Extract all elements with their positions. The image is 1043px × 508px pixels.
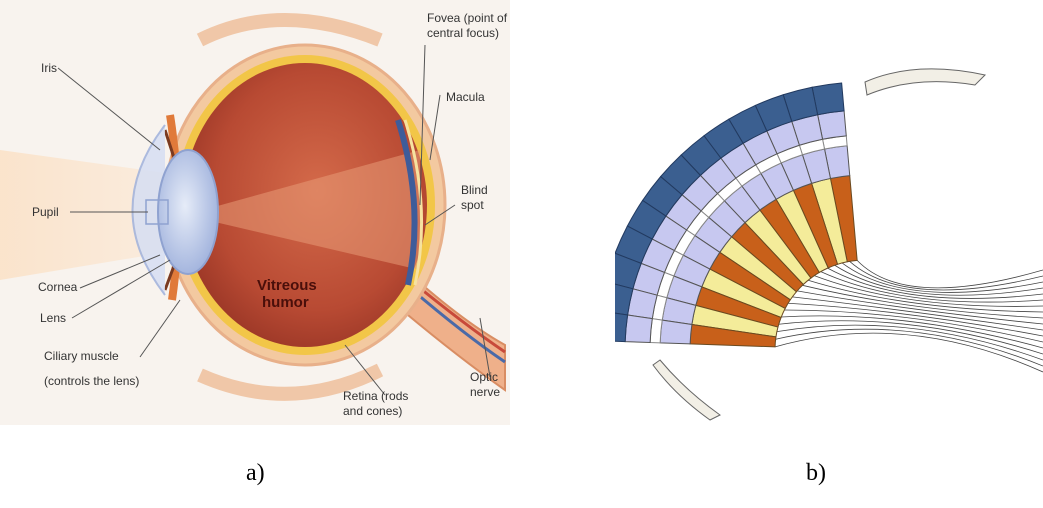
- nerve-fiber: [775, 333, 1043, 372]
- label-retina: Retina (rods: [343, 390, 408, 403]
- label-lens: Lens: [40, 312, 66, 325]
- label-blind-spot-2: spot: [461, 199, 484, 212]
- label-fovea: Fovea (point of: [427, 12, 507, 25]
- nerve-fiber: [835, 265, 1043, 295]
- label-cornea: Cornea: [38, 281, 77, 294]
- cell-nucleus: [660, 320, 692, 344]
- caption-a: a): [246, 460, 265, 487]
- label-ciliary-muscle: Ciliary muscle: [44, 350, 119, 363]
- label-vitreous-humor: Vitreous: [257, 278, 317, 294]
- eye-cross-section-figure: Iris Pupil Cornea Lens Ciliary muscle (c…: [0, 0, 520, 440]
- membrane-tail-bottom: [653, 360, 720, 420]
- retina-fan: [615, 69, 1043, 420]
- label-blind-spot: Blind: [461, 184, 488, 197]
- retina-cells-figure: [615, 0, 1043, 440]
- label-vitreous-humor-2: humor: [262, 295, 309, 311]
- membrane-tail-top: [865, 69, 985, 95]
- label-retina-note: and cones): [343, 405, 402, 418]
- label-macula: Macula: [446, 91, 485, 104]
- label-fovea-note: central focus): [427, 27, 499, 40]
- label-optic-nerve: Optic: [470, 371, 498, 384]
- label-pupil: Pupil: [32, 206, 59, 219]
- pigment-cell: [615, 311, 628, 342]
- lens-shape: [158, 150, 218, 274]
- label-iris: Iris: [41, 62, 57, 75]
- caption-b: b): [806, 460, 826, 487]
- cell-body: [625, 315, 652, 342]
- label-ciliary-muscle-note: (controls the lens): [44, 375, 139, 388]
- label-optic-nerve-2: nerve: [470, 386, 500, 399]
- retina-cells-illustration: [615, 0, 1043, 440]
